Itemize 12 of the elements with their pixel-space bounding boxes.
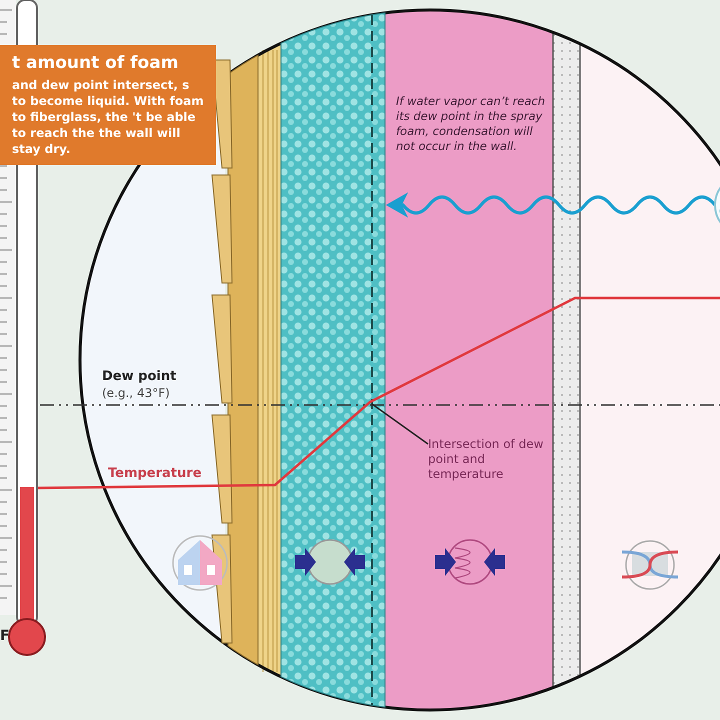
scale-unit: F [0,628,10,644]
spray-foam-layer [280,12,386,708]
leader-line [372,403,428,445]
callout-label: Intersection of dew point and temperature [428,437,546,482]
callout-heading: t amount of foam [12,53,180,74]
wavy-arrow [386,192,716,218]
line-label: Dew point [102,369,176,384]
note-text: If water vapor can’t reach its dew point in the spray foam, condensation will not occur in the wall. [396,94,548,154]
line-label: Temperature [108,466,202,481]
callout-box [0,45,216,165]
callout-text: and dew point intersect, s to become liquid. With foam to fiberglass, the 't be able to reach the the wall will stay dry. [12,77,205,157]
line-label: (e.g., 43°F) [102,386,170,400]
